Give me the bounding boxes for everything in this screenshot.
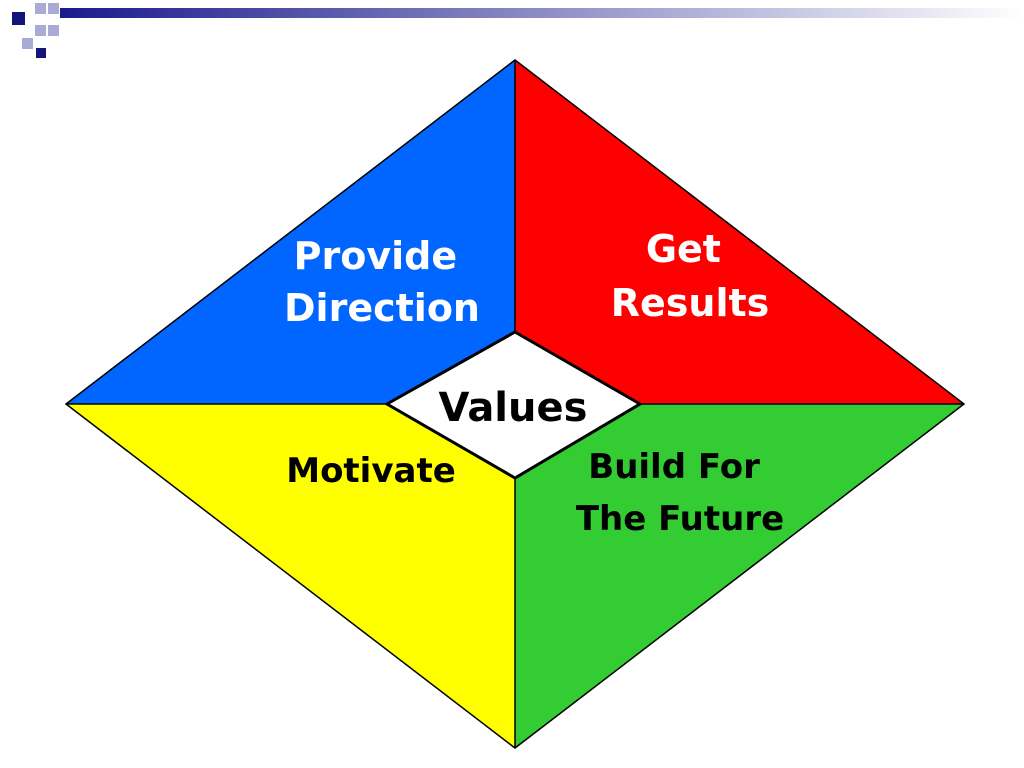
header-square-light bbox=[35, 25, 46, 36]
header-square-light bbox=[22, 38, 33, 49]
center-diamond bbox=[383, 330, 643, 480]
header-square-dark bbox=[12, 12, 25, 25]
label-motivate: Motivate bbox=[286, 451, 456, 491]
header-square-light bbox=[35, 3, 46, 14]
header-square-light bbox=[48, 3, 59, 14]
label-provide-direction: Provide Direction bbox=[284, 234, 480, 330]
label-get-results: Get Results bbox=[611, 227, 770, 325]
outer-diamond-outline bbox=[64, 59, 966, 749]
header-decoration bbox=[12, 3, 1024, 58]
header-square-light bbox=[48, 25, 59, 36]
header-gradient-bar bbox=[60, 8, 1024, 18]
label-build-for-the-future: Build For The Future bbox=[576, 447, 784, 539]
header-square-dark bbox=[36, 48, 46, 58]
label-values: Values bbox=[439, 385, 588, 431]
